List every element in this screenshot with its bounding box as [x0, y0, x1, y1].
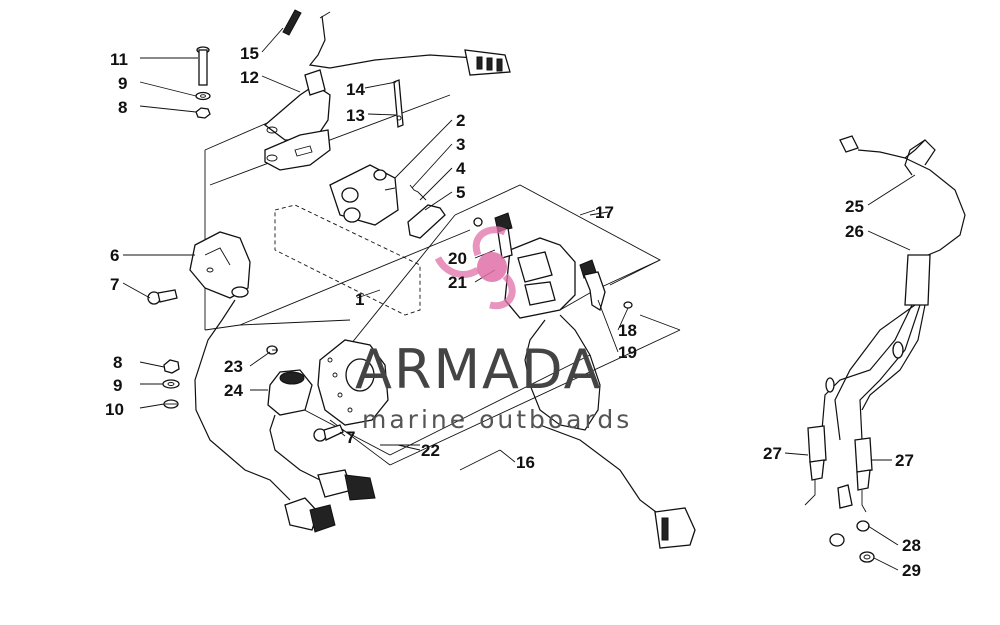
lead-wire-part: [282, 9, 511, 76]
callout-label: 16: [516, 453, 535, 472]
callout-label: 24: [224, 381, 243, 400]
spring-part: [407, 184, 446, 239]
callout-label: 27: [763, 444, 782, 463]
callout-label: 23: [224, 357, 243, 376]
callout-label: 9: [118, 74, 127, 93]
callout-label: 13: [346, 106, 365, 125]
callout-label: 25: [845, 197, 864, 216]
bracket-part: [263, 69, 331, 171]
throttle-sensor-part: [473, 212, 576, 319]
callout-label: 17: [595, 203, 614, 222]
callout-label: 6: [110, 246, 119, 265]
lever-part-19: [579, 259, 633, 312]
washer-part-lower: [162, 379, 180, 389]
screw-part-upper: [147, 289, 178, 305]
callout-label: 9: [113, 376, 122, 395]
callout-label: 18: [618, 321, 637, 340]
callout-label: 15: [240, 44, 259, 63]
kill-switch-part: [267, 369, 376, 501]
callout-label: 10: [105, 400, 124, 419]
watermark-logo: [434, 226, 516, 310]
callout-label: 7: [346, 428, 355, 447]
spark-plug-cap-right: [837, 437, 873, 513]
callout-label: 26: [845, 222, 864, 241]
grommet-part: [829, 520, 870, 547]
throttle-cable-part: [194, 299, 336, 533]
sensor-cable-part: [524, 314, 696, 549]
callout-label: 3: [456, 135, 465, 154]
callout-label: 28: [902, 536, 921, 555]
callout-label: 1: [355, 290, 364, 309]
callout-label: 14: [346, 80, 365, 99]
callout-label: 8: [113, 353, 122, 372]
hidden-outline-1: [274, 204, 421, 316]
stator-part: [317, 339, 389, 426]
callout-label: 7: [110, 275, 119, 294]
nut-part-lower: [163, 359, 180, 374]
o-ring-part: [859, 551, 875, 563]
screw-part-lower: [313, 424, 344, 442]
callout-label: 12: [240, 68, 259, 87]
bolt-part: [196, 46, 210, 86]
terminal-part: [393, 79, 404, 128]
switch-housing-part: [329, 164, 399, 226]
ignition-harness-part: [821, 135, 966, 441]
callout-label: 2: [456, 111, 465, 130]
callout-label: 20: [448, 249, 467, 268]
callout-label: 27: [895, 451, 914, 470]
callout-label: 5: [456, 183, 465, 202]
lockwasher-part: [163, 399, 179, 409]
callout-label: 19: [618, 343, 637, 362]
spark-plug-cap-left: [804, 425, 827, 506]
callout-label: 8: [118, 98, 127, 117]
washer-part-upper: [195, 91, 211, 101]
callout-label: 29: [902, 561, 921, 580]
callout-labels: 1 2 3 4 5 6 7 7 8 8 9 9 10 11 12 13 14 1…: [105, 44, 921, 580]
callout-label: 22: [421, 441, 440, 460]
nut-part-upper: [195, 107, 211, 119]
lever-housing-part: [189, 231, 251, 299]
callout-label: 21: [448, 273, 467, 292]
callout-label: 11: [110, 50, 128, 69]
watermark-title: ARMADA: [355, 338, 603, 401]
watermark-subtitle: marine outboards: [362, 405, 632, 434]
callout-label: 4: [456, 159, 466, 178]
